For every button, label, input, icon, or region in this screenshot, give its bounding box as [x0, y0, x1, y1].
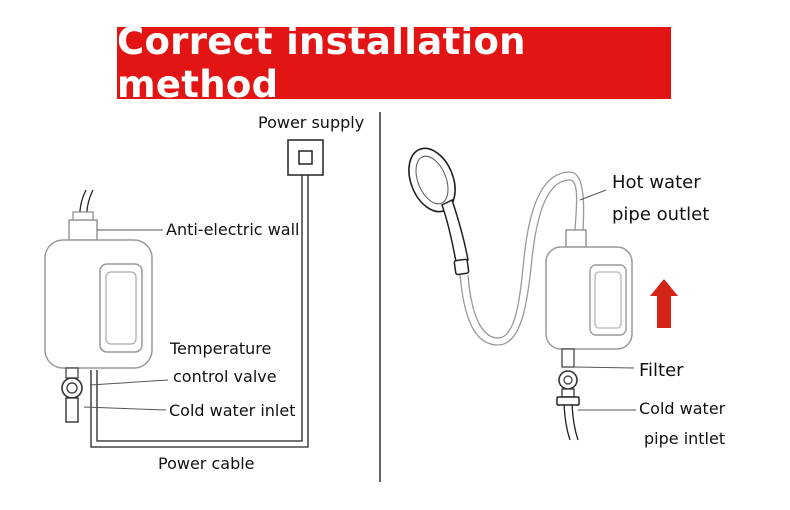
- anti-electric-wall-label: Anti-electric wall: [166, 220, 299, 239]
- shower-head-icon: [408, 147, 470, 276]
- temperature-label-line1: Temperature: [169, 339, 271, 358]
- hot-water-connector: [565, 229, 587, 248]
- filter-label: Filter: [639, 360, 684, 381]
- power-cable-label: Power cable: [158, 454, 255, 473]
- power-supply-label: Power supply: [258, 113, 364, 132]
- leader-filter: [573, 366, 635, 369]
- temperature-control-valve: [61, 367, 83, 423]
- cold-water-label-line1: Cold water: [639, 399, 726, 418]
- hot-water-label-line1: Hot water: [612, 172, 701, 193]
- up-arrow-icon: [650, 279, 678, 328]
- power-cable: [90, 175, 309, 448]
- temperature-label-line2: control valve: [173, 367, 277, 386]
- shower-hose: [459, 171, 585, 346]
- leader-temperature: [89, 379, 169, 386]
- power-socket-icon: [287, 139, 324, 176]
- cold-water-label-line2: pipe intlet: [644, 429, 725, 448]
- leader-hot-water: [579, 189, 607, 201]
- leader-cold-inlet: [83, 406, 167, 411]
- title-banner: Correct installation method: [117, 20, 671, 106]
- anti-electric-wall-connector: [68, 219, 98, 241]
- heater-unit-right: [545, 246, 633, 350]
- filter-valve: [556, 348, 580, 406]
- cold-water-inlet-label: Cold water inlet: [169, 401, 295, 420]
- page-title: Correct installation method: [117, 20, 526, 106]
- heater-unit-icon: [44, 239, 153, 369]
- cold-water-pipe-right: [563, 404, 579, 441]
- hot-water-label-line2: pipe outlet: [612, 204, 709, 225]
